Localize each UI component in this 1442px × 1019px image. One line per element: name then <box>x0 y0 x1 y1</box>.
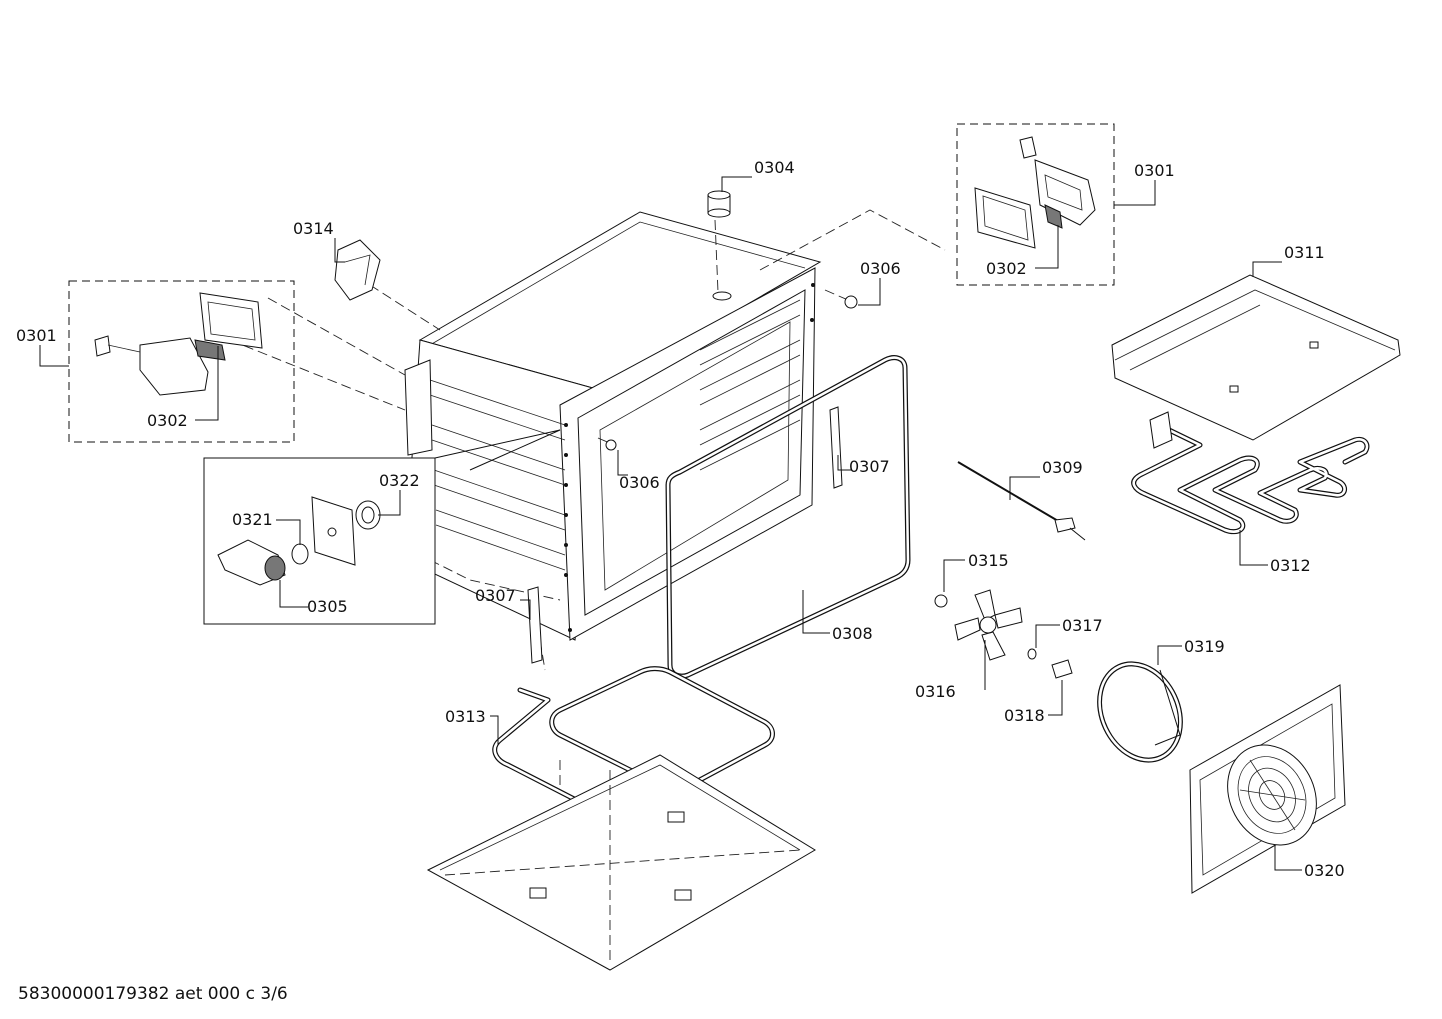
inset-leader <box>434 429 561 471</box>
fan-nut <box>1027 648 1037 660</box>
fan-blade <box>954 589 1023 661</box>
callout-0315: 0315 <box>968 551 1009 570</box>
grill-heater-cover <box>1111 274 1401 441</box>
callout-0301-right: 0301 <box>1134 161 1175 180</box>
fan-bushing <box>1051 659 1073 679</box>
callout-0312: 0312 <box>1270 556 1311 575</box>
lamp-socket <box>707 190 731 218</box>
callout-0304: 0304 <box>754 158 795 177</box>
callout-0311: 0311 <box>1284 243 1325 262</box>
door-lock-motor <box>334 239 381 301</box>
bottom-heating-element <box>492 666 775 825</box>
oven-cavity <box>404 211 822 641</box>
callout-labels: 0304 0314 0301 0302 0301 0302 0306 0306 … <box>16 158 1345 880</box>
callout-0306-inner: 0306 <box>619 473 660 492</box>
ring-heating-element <box>1097 661 1183 763</box>
callout-0322: 0322 <box>379 471 420 490</box>
callout-0317: 0317 <box>1062 616 1103 635</box>
assembly-box-left <box>68 280 295 443</box>
document-id: 58300000179382 aet 000 c 3/6 <box>18 984 288 1004</box>
callout-0313: 0313 <box>445 707 486 726</box>
lamp-housing-right <box>974 136 1096 249</box>
hinge-left <box>527 586 543 664</box>
callout-0305: 0305 <box>307 597 348 616</box>
callout-0302-left: 0302 <box>147 411 188 430</box>
grommet-inner <box>605 439 617 451</box>
grill-heating-element <box>1131 411 1370 535</box>
callout-0320: 0320 <box>1304 861 1345 880</box>
callout-0307-right: 0307 <box>849 457 890 476</box>
detail-inset-parts <box>217 496 381 586</box>
temperature-probe <box>957 461 1086 541</box>
leader-lines <box>39 176 1302 871</box>
washer <box>934 594 948 608</box>
callout-0314: 0314 <box>293 219 334 238</box>
lamp-housing-left <box>94 292 263 396</box>
callout-0301-left: 0301 <box>16 326 57 345</box>
callout-0306-right: 0306 <box>860 259 901 278</box>
callout-0318: 0318 <box>1004 706 1045 725</box>
hinge-right <box>829 406 843 489</box>
callout-0319: 0319 <box>1184 637 1225 656</box>
callout-0307-left: 0307 <box>475 586 516 605</box>
callout-0321: 0321 <box>232 510 273 529</box>
callout-0302-right: 0302 <box>986 259 1027 278</box>
callout-0309: 0309 <box>1042 458 1083 477</box>
grommet-right <box>844 295 858 309</box>
callout-0316: 0316 <box>915 682 956 701</box>
oven-bottom-panel <box>426 754 816 971</box>
rear-fan-cover <box>1189 684 1346 894</box>
callout-0308: 0308 <box>832 624 873 643</box>
